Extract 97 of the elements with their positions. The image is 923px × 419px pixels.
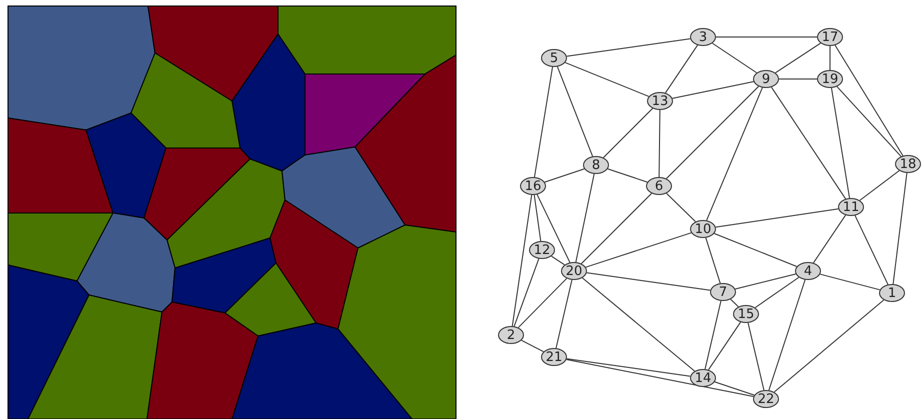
connector-line: [706, 87, 763, 221]
connector-line: [534, 66, 554, 178]
graph-node: [733, 305, 759, 323]
connector-line: [666, 192, 696, 222]
graph-node: [838, 198, 864, 216]
graph-node: [647, 92, 673, 110]
connector-line: [712, 42, 758, 74]
connector-line: [770, 86, 846, 200]
graph-node: [529, 241, 555, 259]
connector-line: [708, 322, 742, 370]
graph-node: [753, 70, 779, 88]
graph-node: [541, 49, 567, 67]
connector-line: [566, 358, 754, 398]
connector-line: [714, 233, 798, 267]
node-number: 6: [654, 180, 664, 192]
node-number: 22: [758, 392, 774, 406]
graph-node: [879, 284, 905, 302]
node-number: 18: [900, 158, 916, 170]
connector-line: [514, 258, 540, 327]
connector-line: [774, 299, 884, 393]
graph-node: [690, 369, 716, 387]
connector-line: [512, 194, 532, 327]
node-number: 17: [822, 30, 838, 44]
node-number: 10: [694, 222, 712, 236]
node-number: 5: [550, 52, 558, 64]
graph-node: [520, 177, 546, 195]
connector-line: [536, 194, 570, 263]
graph-node: [895, 155, 921, 173]
graph-node: [753, 390, 779, 408]
connector-line: [518, 278, 568, 328]
node-number: 11: [842, 200, 860, 214]
connector-line: [892, 172, 908, 285]
graph-node: [817, 28, 843, 46]
connector-line: [582, 277, 696, 372]
node-number: 12: [534, 244, 550, 256]
connector-line: [859, 170, 900, 201]
graph-node: [690, 28, 716, 46]
connector-line: [730, 298, 739, 308]
connector-line: [586, 272, 711, 291]
connector-line: [820, 274, 880, 290]
connector-line: [715, 208, 839, 228]
connector-line: [550, 256, 566, 266]
connector-line: [544, 168, 585, 183]
graph-node: [646, 177, 672, 195]
graph-node: [795, 262, 821, 280]
connector-line: [714, 381, 755, 396]
graph-node: [561, 262, 587, 280]
node-number: 21: [546, 350, 562, 364]
connector-line: [585, 232, 692, 268]
graph-node: [583, 156, 609, 174]
connector-line: [834, 44, 904, 156]
connector-line: [754, 276, 800, 308]
node-number: 7: [718, 286, 728, 298]
connector-line: [734, 274, 796, 290]
connector-line: [854, 215, 888, 285]
graph-node: [498, 326, 524, 344]
graph-node: [541, 348, 567, 366]
connector-line: [768, 279, 806, 391]
connector-line: [672, 81, 754, 99]
node-number: 20: [566, 264, 582, 278]
connector-line: [602, 108, 654, 158]
connector-line: [830, 87, 850, 199]
connector-line: [520, 340, 544, 352]
connector-line: [748, 322, 764, 391]
node-number: 4: [804, 264, 812, 278]
connector-line: [556, 66, 594, 157]
connector-line: [774, 42, 822, 74]
node-number: 3: [698, 30, 708, 44]
node-number: 13: [652, 94, 668, 108]
connector-line: [534, 194, 542, 242]
connector-line: [607, 168, 648, 183]
connector-line: [778, 78, 818, 80]
connector-line: [704, 300, 722, 370]
node-number: 19: [822, 72, 838, 86]
graph-node: [817, 70, 843, 88]
node-number: 2: [506, 328, 516, 342]
connector-line: [566, 38, 691, 57]
connector-line: [556, 279, 572, 349]
graph-node: [690, 220, 716, 238]
connector-line: [664, 44, 698, 94]
node-number: 15: [738, 308, 754, 320]
connector-line: [716, 36, 818, 38]
node-number: 8: [592, 158, 600, 172]
connector-line: [836, 86, 902, 157]
connector-line: [658, 110, 660, 178]
node-number: 1: [888, 286, 896, 300]
graph-node: [710, 283, 736, 301]
connector-line: [580, 192, 652, 264]
connector-line: [705, 237, 721, 284]
node-number: 14: [694, 372, 712, 384]
connector-line: [564, 62, 650, 97]
connector-line: [575, 173, 595, 263]
connector-line: [812, 214, 846, 264]
node-number: 16: [524, 180, 542, 192]
connector-line: [566, 358, 691, 377]
connector-line: [666, 86, 760, 180]
node-number: 9: [762, 72, 770, 86]
